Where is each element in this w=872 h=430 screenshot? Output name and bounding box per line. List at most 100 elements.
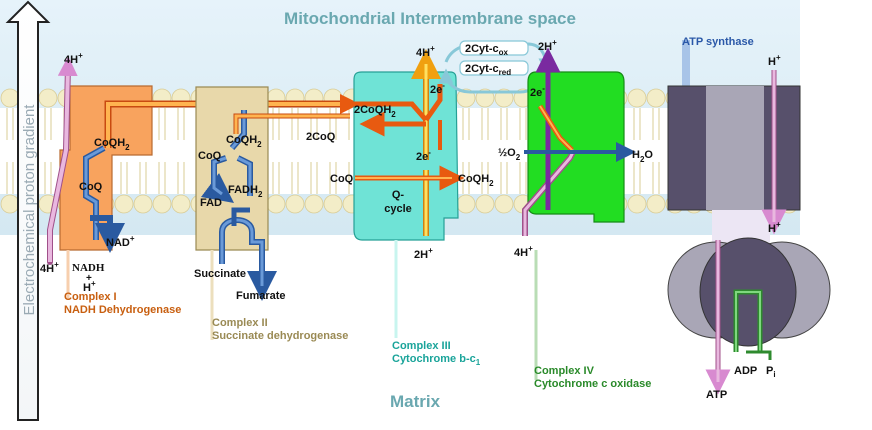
c3-qcycle-2: cycle <box>384 203 412 215</box>
lipid-head <box>494 194 514 214</box>
lipid-head <box>627 88 647 108</box>
lipid-head <box>646 88 666 108</box>
c1-nad-label: NAD+ <box>106 234 135 249</box>
lipid-tail <box>481 108 489 140</box>
complex-2: CoQH2 CoQ FADH2 FAD Succinate Fumarate C… <box>194 86 350 342</box>
complex-1: 4H+ CoQH2 CoQ NAD+ 4H+ NADH + H+ Complex… <box>40 51 360 316</box>
atp-title: ATP synthase <box>682 36 754 48</box>
lipid-tail <box>120 162 128 194</box>
lipid-head <box>475 194 495 214</box>
lipid-tail <box>519 108 527 140</box>
lipid-head <box>38 88 58 108</box>
c1-subtitle: NADH Dehydrogenase <box>64 304 181 316</box>
lipid-tail <box>44 162 52 194</box>
cyt-c-red-label: 2Cyt-cred <box>465 63 511 77</box>
c1-h-out-label: 4H+ <box>64 51 83 66</box>
complex-3: 4H+ 2CoQH2 2CoQ CoQ CoQH2 2e- 2e- Q- cyc… <box>306 44 494 367</box>
lipid-tail <box>177 108 185 140</box>
lipid-tail <box>272 162 280 194</box>
c2-succinate-label: Succinate <box>194 268 246 280</box>
lipid-tail <box>481 162 489 194</box>
lipid-tail <box>6 108 14 140</box>
c3-qcycle-1: Q- <box>392 189 405 201</box>
c2-title: Complex II <box>212 317 268 329</box>
c1-nadh-label: NADH <box>72 262 105 274</box>
c2-coqh2-label: CoQH2 <box>226 134 262 149</box>
lipid-tail <box>177 162 185 194</box>
c4-half-o2-label: ½O2 <box>498 147 521 162</box>
c4-h-in-label: 4H+ <box>514 244 533 259</box>
lipid-tail <box>139 162 147 194</box>
c3-title: Complex III <box>392 340 451 352</box>
c4-2e-label: 2e- <box>530 84 545 99</box>
c3-2e-mid-label: 2e- <box>416 148 431 163</box>
c2-subtitle: Succinate dehydrogenase <box>212 330 348 342</box>
lipid-tail <box>652 108 660 140</box>
lipid-head <box>323 194 343 214</box>
c2-coq-label: CoQ <box>198 150 222 162</box>
lipid-tail <box>310 162 318 194</box>
lipid-head <box>266 194 286 214</box>
c4-subtitle: Cytochrome c oxidase <box>534 378 651 390</box>
lipid-head <box>456 194 476 214</box>
cyt-c-ox-label: 2Cyt-cox <box>465 43 509 57</box>
lipid-head <box>304 194 324 214</box>
lipid-tail <box>500 108 508 140</box>
atp-label: ATP <box>706 389 727 401</box>
atp-h-top-label: H+ <box>768 53 781 68</box>
lipid-tail <box>44 108 52 140</box>
lipid-tail <box>158 162 166 194</box>
complex-4: 2H+ 2e- ½O2 H2O 4H+ Complex IV Cytochrom… <box>498 38 653 390</box>
c3-2e-top-label: 2e- <box>430 81 445 96</box>
c2-fumarate-label: Fumarate <box>236 290 286 302</box>
lipid-head <box>646 194 666 214</box>
atp-adp-label: ADP <box>734 365 757 377</box>
c4-title: Complex IV <box>534 365 595 377</box>
lipid-head <box>133 194 153 214</box>
lipid-tail <box>652 162 660 194</box>
c3-h-out-label: 4H+ <box>416 44 435 59</box>
lipid-head <box>171 194 191 214</box>
proton-gradient-arrow: Electrochemical proton gradient <box>5 0 51 421</box>
c1-h-in-label: 4H+ <box>40 260 59 275</box>
lipid-tail <box>291 108 299 140</box>
c1-h-plus-label: H+ <box>83 279 96 294</box>
lipid-head <box>285 194 305 214</box>
lipid-tail <box>291 162 299 194</box>
gradient-label: Electrochemical proton gradient <box>21 104 38 316</box>
lipid-tail <box>329 108 337 140</box>
matrix-title: Matrix <box>390 392 441 411</box>
lipid-head <box>627 194 647 214</box>
lipid-tail <box>6 162 14 194</box>
c2-fad-label: FAD <box>200 197 222 209</box>
lipid-tail <box>519 162 527 194</box>
c4-h-out-label: 2H+ <box>538 38 557 53</box>
lipid-tail <box>633 162 641 194</box>
c3-2coq-label: 2CoQ <box>306 131 336 143</box>
lipid-head <box>0 88 20 108</box>
lipid-tail <box>272 108 280 140</box>
c2-fadh2-label: FADH2 <box>228 184 263 199</box>
c1-plus: + <box>86 273 92 284</box>
c1-coqh2-label: CoQH2 <box>94 137 130 152</box>
atp-h-bottom-label: H+ <box>768 220 781 235</box>
lipid-tail <box>500 162 508 194</box>
c3-coqh2-out-label: CoQH2 <box>458 173 494 188</box>
c1-title: Complex I <box>64 291 117 303</box>
c3-2coqh2-label: 2CoQH2 <box>354 104 396 119</box>
intermembrane-title: Mitochondrial Intermembrane space <box>284 9 576 28</box>
lipid-tail <box>633 108 641 140</box>
lipid-tail <box>310 108 318 140</box>
lipid-head <box>114 194 134 214</box>
lipid-tail <box>158 108 166 140</box>
lipid-tail <box>462 108 470 140</box>
lipid-head <box>0 194 20 214</box>
c3-subtitle: Cytochrome b-c1 <box>392 353 481 367</box>
atp-pi-label: Pi <box>766 365 776 379</box>
atp-synthase: ATP synthase H+ H+ ADP Pi ATP <box>667 36 831 401</box>
lipid-head <box>152 194 172 214</box>
c3-coq-label: CoQ <box>330 173 354 185</box>
c4-h2o-label: H2O <box>632 149 653 164</box>
c3-h-in-label: 2H+ <box>414 246 433 261</box>
